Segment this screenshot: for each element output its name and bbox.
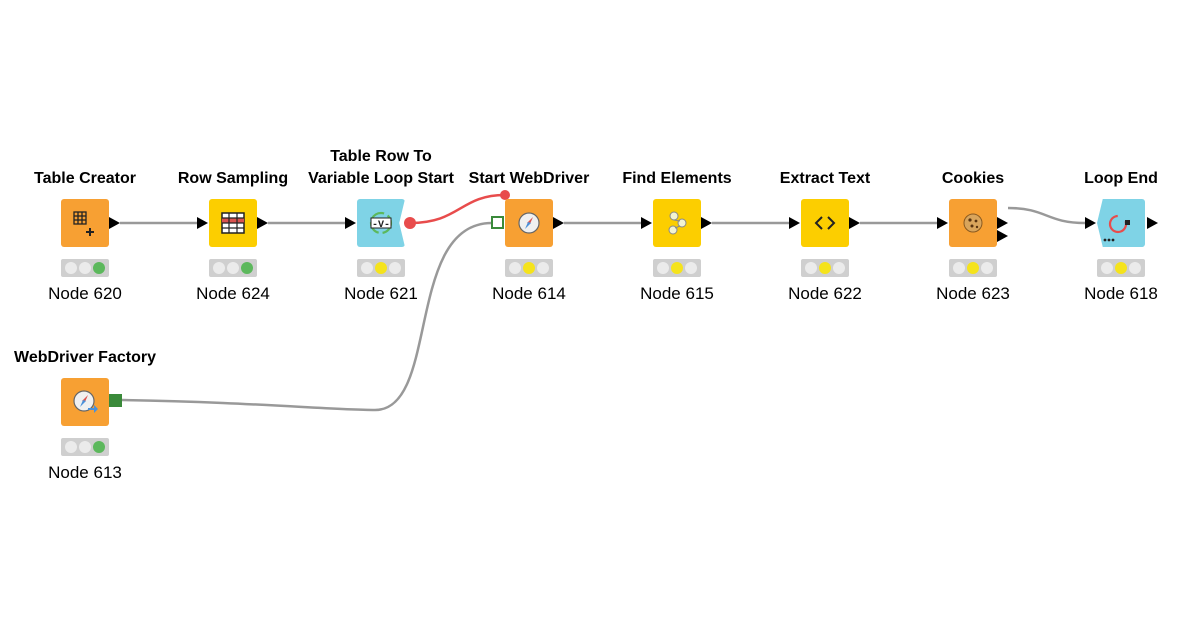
node-label: Node 622 xyxy=(788,284,862,303)
status-led xyxy=(389,262,401,274)
input-port[interactable] xyxy=(345,217,356,229)
compass-icon xyxy=(518,212,540,234)
status-led xyxy=(833,262,845,274)
node-status-indicator xyxy=(653,259,701,277)
node-label: Node 615 xyxy=(640,284,714,303)
status-led xyxy=(361,262,373,274)
output-port[interactable] xyxy=(1147,217,1158,229)
input-port[interactable] xyxy=(1085,217,1096,229)
flow-variable-connection[interactable] xyxy=(409,193,506,225)
node-title: Table Creator xyxy=(34,170,136,187)
node-title: Variable Loop Start xyxy=(308,170,454,187)
status-led xyxy=(685,262,697,274)
node-label: Node 618 xyxy=(1084,284,1158,303)
output-port[interactable] xyxy=(701,217,712,229)
status-led xyxy=(819,262,831,274)
node-n623[interactable] xyxy=(949,199,997,247)
flow-variable-input-port[interactable] xyxy=(500,190,510,200)
code-brackets-icon xyxy=(814,216,836,230)
node-status-indicator xyxy=(61,438,109,456)
status-led xyxy=(65,262,77,274)
status-led xyxy=(805,262,817,274)
node-n622[interactable] xyxy=(801,199,849,247)
status-led xyxy=(65,441,77,453)
output-port[interactable] xyxy=(109,217,120,229)
status-led xyxy=(509,262,521,274)
webdriver-connection[interactable] xyxy=(121,221,493,412)
node-status-indicator xyxy=(801,259,849,277)
node-title: Cookies xyxy=(941,170,1005,187)
webdriver-output-port[interactable] xyxy=(109,394,122,407)
node-status-indicator xyxy=(61,259,109,277)
output-port[interactable] xyxy=(997,217,1008,229)
row-sampling-icon xyxy=(221,212,245,234)
status-led xyxy=(79,262,91,274)
node-label: Node 620 xyxy=(48,284,122,303)
output-port[interactable] xyxy=(257,217,268,229)
connection-line[interactable] xyxy=(1007,206,1086,225)
status-led xyxy=(213,262,225,274)
node-n615[interactable] xyxy=(653,199,701,247)
node-label: Node 614 xyxy=(492,284,566,303)
node-status-indicator xyxy=(505,259,553,277)
node-label: Node 621 xyxy=(344,284,418,303)
node-n618[interactable] xyxy=(1097,199,1145,247)
status-led xyxy=(79,441,91,453)
input-port[interactable] xyxy=(789,217,800,229)
status-led xyxy=(227,262,239,274)
node-n620[interactable] xyxy=(61,199,109,247)
status-led xyxy=(241,262,253,274)
status-led xyxy=(537,262,549,274)
loop-end-icon xyxy=(1103,214,1130,242)
node-status-indicator xyxy=(357,259,405,277)
status-led xyxy=(1101,262,1113,274)
node-label: Node 613 xyxy=(48,463,122,482)
svg-text:-V-: -V- xyxy=(372,220,390,231)
node-n621[interactable]: -V- xyxy=(357,199,405,247)
node-title: WebDriver Factory xyxy=(14,349,156,366)
status-led xyxy=(1115,262,1127,274)
output-port[interactable] xyxy=(849,217,860,229)
node-n613[interactable] xyxy=(61,378,109,426)
node-status-indicator xyxy=(1097,259,1145,277)
node-n624[interactable] xyxy=(209,199,257,247)
node-title: Find Elements xyxy=(622,170,732,187)
status-led xyxy=(523,262,535,274)
node-title: Table Row To xyxy=(330,148,432,165)
node-title: Row Sampling xyxy=(177,170,289,187)
node-label: Node 623 xyxy=(936,284,1010,303)
status-led xyxy=(93,441,105,453)
status-led xyxy=(375,262,387,274)
table-creator-icon xyxy=(73,211,94,236)
node-n614[interactable] xyxy=(505,199,553,247)
node-title: Start WebDriver xyxy=(468,170,590,187)
flow-variable-output-port[interactable] xyxy=(404,217,416,229)
output-port[interactable] xyxy=(553,217,564,229)
node-label: Node 624 xyxy=(196,284,270,303)
cookie-icon xyxy=(963,213,983,233)
status-led xyxy=(671,262,683,274)
status-led xyxy=(93,262,105,274)
input-port[interactable] xyxy=(197,217,208,229)
webdriver-factory-icon xyxy=(73,390,98,413)
find-elements-icon xyxy=(668,211,687,235)
status-led xyxy=(967,262,979,274)
status-led xyxy=(981,262,993,274)
output-port[interactable] xyxy=(997,230,1008,242)
webdriver-input-port[interactable] xyxy=(491,216,504,229)
status-led xyxy=(953,262,965,274)
variable-loop-start-icon: -V- xyxy=(369,211,393,235)
node-status-indicator xyxy=(949,259,997,277)
node-title: Loop End xyxy=(1084,170,1158,187)
input-port[interactable] xyxy=(937,217,948,229)
node-title: Extract Text xyxy=(779,170,871,187)
status-led xyxy=(1129,262,1141,274)
input-port[interactable] xyxy=(641,217,652,229)
node-status-indicator xyxy=(209,259,257,277)
status-led xyxy=(657,262,669,274)
